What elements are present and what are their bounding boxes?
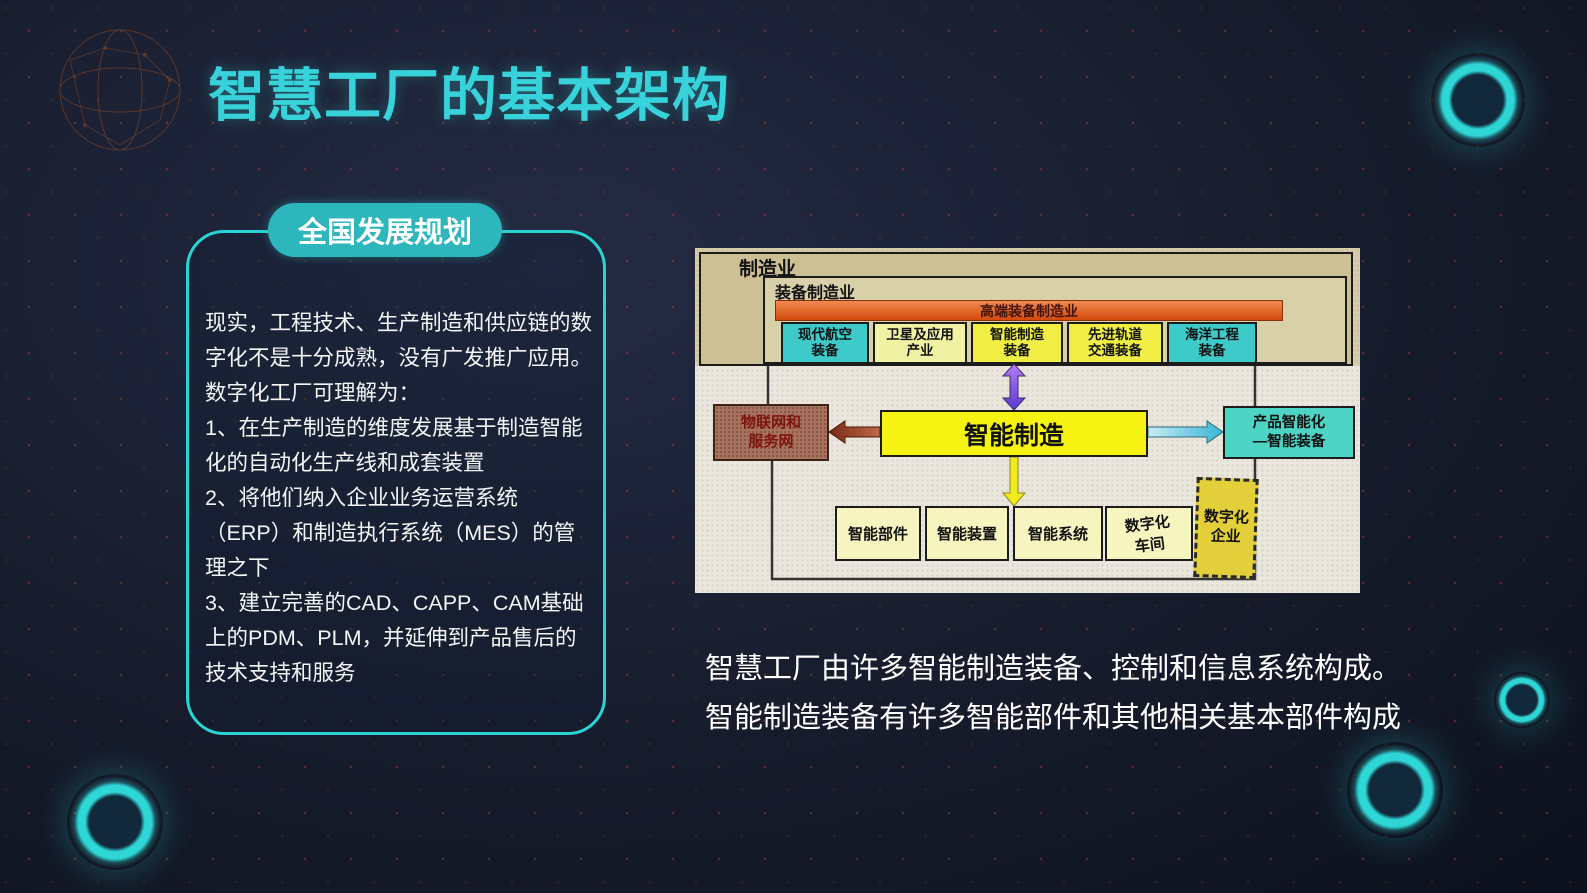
caption-line-1: 智慧工厂由许多智能制造装备、控制和信息系统构成。 [704, 653, 1401, 685]
panel-body-text: 现实，工程技术、生产制造和供应链的数字化不是十分成熟，没有广发推广应用。数字化工… [205, 311, 593, 686]
glow-circle-bottom-left [67, 774, 163, 870]
manufacturing-label: 制造业 [739, 259, 797, 280]
network-globe-graphic [59, 29, 181, 151]
digital-enterprise-box: 数字化 企业 [1193, 476, 1259, 580]
industry-box-satellite: 卫星及应用 产业 [873, 322, 967, 364]
caption-line-2: 智能制造装备有许多智能部件和其他相关基本部件构成 [704, 702, 1401, 735]
glow-circle-right-middle [1494, 672, 1550, 728]
digital-workshop-label: 数字化 车间 [1124, 512, 1172, 556]
glow-circle-top-right [1431, 53, 1525, 147]
industry-box-aviation: 现代航空 装备 [781, 322, 869, 364]
digital-workshop-box: 数字化 车间 [1105, 506, 1193, 561]
page-title: 智慧工厂的基本架构 [208, 64, 730, 128]
product-intelligence-box: 产品智能化 —智能装备 [1223, 406, 1355, 459]
smart-devices-box: 智能装置 [925, 506, 1009, 561]
down-arrow-icon [1001, 457, 1027, 506]
industry-box-intelligent-mfg: 智能制造 装备 [971, 322, 1063, 364]
up-down-arrow-icon [1001, 364, 1027, 410]
iot-service-network-box: 物联网和 服务网 [713, 404, 829, 461]
left-arrow-icon [829, 420, 880, 444]
smart-systems-box: 智能系统 [1013, 506, 1103, 561]
panel-badge: 全国发展规划 [268, 203, 502, 257]
text-panel [186, 230, 606, 735]
glow-circle-bottom-right [1347, 742, 1443, 838]
equipment-manufacturing-label: 装备制造业 [775, 285, 856, 302]
smart-components-box: 智能部件 [835, 506, 921, 561]
architecture-diagram: 制造业 装备制造业 高端装备制造业 现代航空 装备 卫星及应用 产业 智能制造 … [695, 248, 1360, 593]
caption-text: 智慧工厂由许多智能制造装备、控制和信息系统构成。 智能制造装备有许多智能部件和其… [648, 645, 1458, 744]
industry-box-rail: 先进轨道 交通装备 [1067, 322, 1163, 364]
right-arrow-icon [1148, 420, 1223, 444]
highend-equipment-ribbon: 高端装备制造业 [775, 300, 1283, 321]
industry-box-marine: 海洋工程 装备 [1167, 322, 1257, 364]
intelligent-manufacturing-box: 智能制造 [880, 410, 1148, 457]
